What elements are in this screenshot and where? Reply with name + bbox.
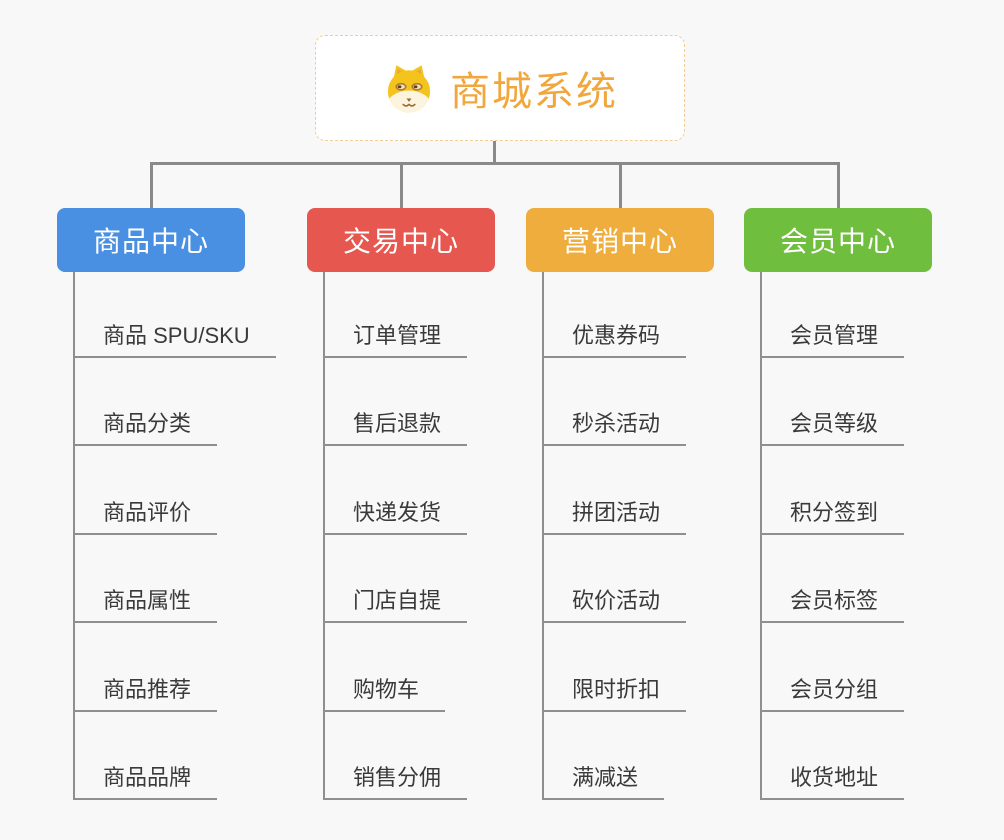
leaf-node[interactable]: 拼团活动 bbox=[542, 493, 687, 535]
leaf-node[interactable]: 门店自提 bbox=[323, 581, 468, 623]
leaf-node[interactable]: 快递发货 bbox=[323, 493, 468, 535]
leaf-node[interactable]: 售后退款 bbox=[323, 404, 468, 446]
connector-drop-line bbox=[149, 162, 153, 208]
leaf-node[interactable]: 会员分组 bbox=[760, 670, 905, 712]
dog-icon bbox=[382, 61, 436, 115]
branch-trunk-line bbox=[542, 272, 544, 800]
branch-trunk-line bbox=[73, 272, 75, 800]
connector-drop-line bbox=[618, 162, 622, 208]
leaf-node[interactable]: 商品分类 bbox=[73, 404, 218, 446]
leaf-node[interactable]: 秒杀活动 bbox=[542, 404, 687, 446]
leaf-node[interactable]: 会员管理 bbox=[760, 316, 905, 358]
branch-bus-line bbox=[150, 162, 840, 165]
leaf-node[interactable]: 限时折扣 bbox=[542, 670, 687, 712]
leaf-node[interactable]: 会员等级 bbox=[760, 404, 905, 446]
connector-drop-line bbox=[399, 162, 403, 208]
leaf-node[interactable]: 砍价活动 bbox=[542, 581, 687, 623]
leaf-node[interactable]: 满减送 bbox=[542, 758, 665, 800]
leaf-node[interactable]: 购物车 bbox=[323, 670, 446, 712]
connector-drop-line bbox=[836, 162, 840, 208]
leaf-node[interactable]: 销售分佣 bbox=[323, 758, 468, 800]
leaf-node[interactable]: 收货地址 bbox=[760, 758, 905, 800]
leaf-node[interactable]: 优惠券码 bbox=[542, 316, 687, 358]
root-stem-line bbox=[493, 141, 496, 165]
leaf-node[interactable]: 商品推荐 bbox=[73, 670, 218, 712]
leaf-node[interactable]: 商品属性 bbox=[73, 581, 218, 623]
root-title: 商城系统 bbox=[450, 70, 618, 114]
leaf-node[interactable]: 商品品牌 bbox=[73, 758, 218, 800]
leaf-node[interactable]: 积分签到 bbox=[760, 493, 905, 535]
leaf-node[interactable]: 商品 SPU/SKU bbox=[73, 316, 276, 358]
leaf-node[interactable]: 商品评价 bbox=[73, 493, 218, 535]
leaf-node[interactable]: 订单管理 bbox=[323, 316, 468, 358]
root-node[interactable]: 商城系统 bbox=[315, 35, 685, 141]
branch-header-1[interactable]: 商品中心 bbox=[57, 208, 245, 272]
branch-header-2[interactable]: 交易中心 bbox=[307, 208, 495, 272]
branch-trunk-line bbox=[323, 272, 325, 800]
branch-trunk-line bbox=[760, 272, 762, 800]
leaf-node[interactable]: 会员标签 bbox=[760, 581, 905, 623]
branch-header-4[interactable]: 会员中心 bbox=[744, 208, 932, 272]
branch-header-3[interactable]: 营销中心 bbox=[526, 208, 714, 272]
